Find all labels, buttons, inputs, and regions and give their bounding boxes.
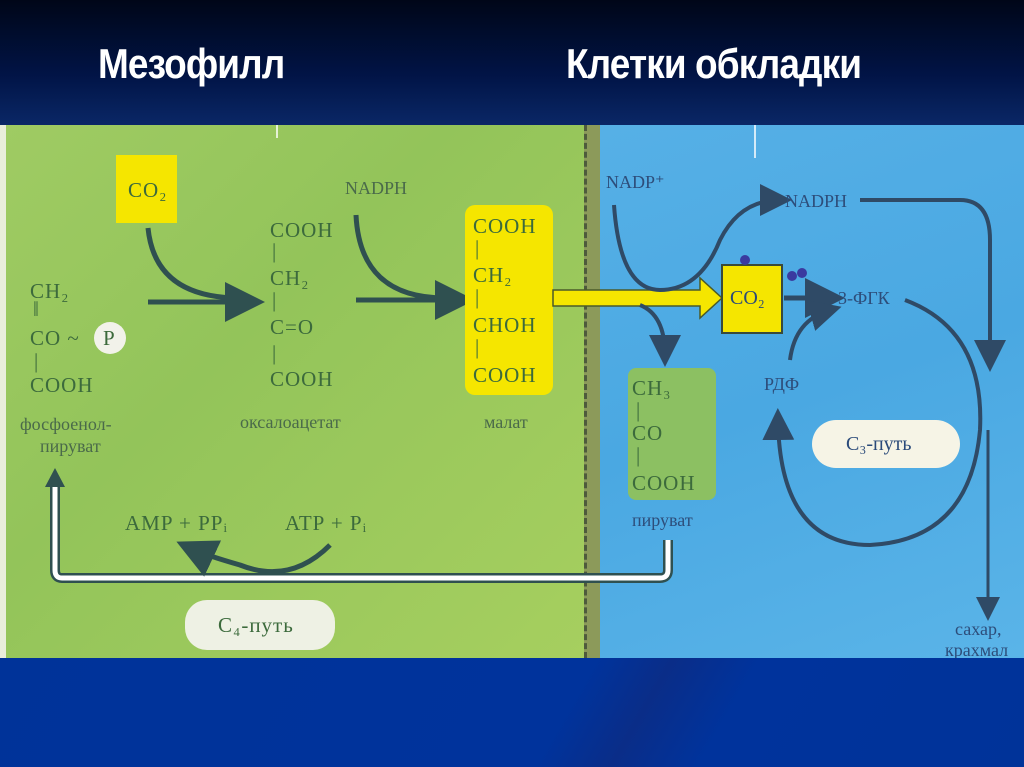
svg-text:CH₂: CH₂ — [270, 266, 310, 290]
regeneration-path — [52, 485, 671, 581]
c4-pathway-diagram: CO₂ CH₂ ‖ CO ~ | COOH P фосфоенол- пирув… — [0, 125, 1024, 658]
svg-text:CH₂: CH₂ — [30, 279, 70, 303]
cell-membrane — [584, 125, 600, 658]
pyruvate-molecule: CH₃ | CO | COOH пируват — [628, 368, 716, 530]
sugar-label: сахар, — [955, 619, 1001, 639]
pep-molecule: CH₂ ‖ CO ~ | COOH P фосфоенол- пируват — [20, 279, 126, 456]
svg-text:COOH: COOH — [473, 214, 537, 238]
svg-text:CO₂: CO₂ — [730, 287, 765, 309]
svg-text:фосфоенол-: фосфоенол- — [20, 414, 112, 434]
svg-text:|: | — [272, 239, 277, 263]
nadp-to-nadph-arrow — [612, 184, 792, 293]
co2-box-mesophyll: CO₂ — [116, 155, 177, 223]
svg-text:|: | — [475, 335, 480, 359]
malate-molecule: COOH | CH₂ | CHOH | COOH малат — [465, 205, 553, 432]
c3-path-badge — [812, 420, 960, 468]
svg-text:|: | — [636, 443, 641, 467]
amp-ppi-label: AMP + PPᵢ — [125, 511, 228, 535]
svg-text:|: | — [34, 349, 39, 373]
title-bundle-sheath: Клетки обкладки — [566, 40, 862, 87]
svg-text:CO ~: CO ~ — [30, 326, 80, 350]
nadph-label-bundle: NADPH — [785, 191, 847, 211]
page-edge — [0, 125, 6, 658]
svg-text:COOH: COOH — [473, 363, 537, 387]
title-mesophyll: Мезофилл — [98, 40, 285, 87]
nadp-plus-label: NADP⁺ — [606, 172, 665, 192]
svg-text:|: | — [636, 398, 641, 422]
pathway-svg: CO₂ CH₂ ‖ CO ~ | COOH P фосфоенол- пирув… — [20, 125, 1008, 658]
oxaloacetate-molecule: COOH | CH₂ | C=O | COOH оксалоацетат — [240, 218, 341, 432]
rdf-to-pga-arrow — [788, 300, 842, 361]
svg-text:C=O: C=O — [270, 315, 314, 339]
svg-text:C₄-путь: C₄-путь — [218, 613, 294, 637]
starch-label: крахмал — [945, 640, 1008, 658]
malate-to-pyruvate-arrow — [639, 303, 681, 367]
rdf-label: РДФ — [764, 374, 799, 394]
svg-text:‖: ‖ — [33, 297, 40, 321]
svg-text:малат: малат — [484, 412, 528, 432]
svg-text:оксалоацетат: оксалоацетат — [240, 412, 341, 432]
svg-text:|: | — [272, 341, 277, 365]
svg-text:COOH: COOH — [30, 373, 94, 397]
svg-text:C₃-путь: C₃-путь — [846, 433, 912, 455]
nadph-label-mesophyll: NADPH — [345, 178, 407, 198]
nadph-to-cycle-arrow — [860, 198, 1006, 372]
malate-transport-arrow — [552, 276, 724, 320]
calvin-cycle-arrow — [762, 298, 983, 548]
regeneration-arrowhead — [45, 468, 65, 487]
c4-path-badge — [185, 600, 335, 650]
svg-text:CH₃: CH₃ — [632, 376, 672, 400]
pga-label: 3-ФГК — [838, 288, 891, 308]
phosphate-circle — [94, 322, 126, 354]
svg-text:COOH: COOH — [632, 471, 696, 495]
svg-text:CO: CO — [632, 421, 663, 445]
svg-text:COOH: COOH — [270, 367, 334, 391]
svg-text:|: | — [475, 285, 480, 309]
svg-text:пируват: пируват — [632, 510, 693, 530]
co2-arrow — [145, 227, 241, 301]
svg-text:|: | — [475, 236, 480, 260]
title-band — [0, 0, 1024, 125]
svg-text:CHOH: CHOH — [473, 313, 537, 337]
svg-text:CO₂: CO₂ — [128, 178, 168, 202]
svg-text:CH₂: CH₂ — [473, 263, 513, 287]
svg-text:|: | — [272, 288, 277, 312]
co2-box-bundle: CO₂ — [721, 255, 807, 334]
atp-pi-label: ATP + Pᵢ — [285, 511, 367, 535]
footer-band — [0, 658, 1024, 767]
svg-text:P: P — [103, 326, 116, 350]
svg-text:пируват: пируват — [40, 436, 101, 456]
atp-to-amp-arrow — [176, 540, 332, 577]
svg-text:COOH: COOH — [270, 218, 334, 242]
